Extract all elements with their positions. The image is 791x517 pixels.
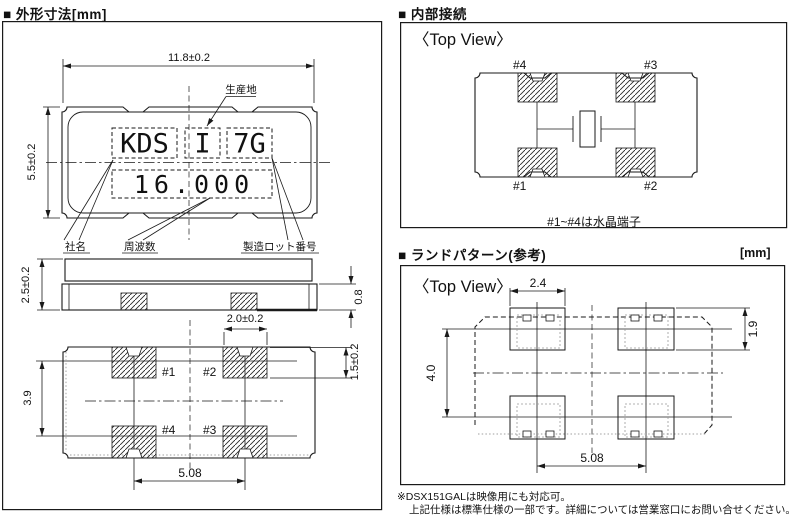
dim-col-pitch: 5.08 [178,466,202,480]
land-package-outline [474,316,713,435]
connection-diagram: #4 #3 #1 #2 #1~#4は水晶端子 [474,58,698,229]
outline-panel-border [1,21,383,511]
conn-pad-label-4: #4 [513,58,527,72]
footnote-line1: ※DSX151GALは映像用にも対応可。 [397,491,571,503]
connection-note: #1~#4は水晶端子 [547,215,641,229]
pad-label-1: #1 [162,365,176,379]
land-pad-bottom-left [509,395,566,440]
outline-drawing: 11.8±0.2 5.5±0.2 KDS I 7G 16.000 生産地 [1,21,383,511]
connection-section-title: ■ 内部接続 [398,7,467,22]
dim-body-height: 5.5±0.2 [26,144,38,181]
land-pattern-drawing: 〈Top View〉 [400,265,786,486]
dim-land-width: 2.4 [530,276,547,290]
lid-outline [67,111,312,214]
connection-view-label: 〈Top View〉 [413,30,513,49]
conn-pad-label-1: #1 [513,179,527,193]
label-frequency: 周波数 [124,240,156,253]
pad-label-3: #3 [203,423,217,437]
marking-lot: 7G [233,129,266,160]
connection-panel-border [400,22,788,229]
land-panel-border [400,265,786,486]
label-lot-number: 製造ロット番号 [243,240,317,253]
dim-body-width: 11.8±0.2 [168,52,210,64]
connection-package-outline [474,72,698,178]
land-view-label: 〈Top View〉 [413,277,513,296]
marking-frequency: 16.000 [134,170,254,199]
connection-drawing: 〈Top View〉 #4 #3 #1 #2 #1~#4は水晶端子 [400,22,788,229]
dim-land-height: 1.9 [746,320,760,337]
marking-origin: I [194,129,210,160]
package-bottom-outline [62,346,316,459]
dim-side-height: 2.5±0.2 [20,267,32,304]
pad-label-2: #2 [203,365,217,379]
land-section-title: ■ ランドパターン(参考) [398,248,547,263]
label-company-name: 社名 [65,240,86,253]
dim-pad-width: 2.0±0.2 [227,313,264,325]
label-production-site: 生産地 [225,83,257,96]
dim-land-row-pitch: 4.0 [424,364,438,381]
footnote-line2: 上記仕様は標準仕様の一部です。詳細については営業窓口にお問い合せください。 [409,504,791,516]
dim-pad-height: 1.5±0.2 [349,344,361,381]
outline-bottom-view: #1 #2 #4 #3 3.9 1.5±0.2 5.08 [22,320,361,490]
conn-pad-label-2: #2 [644,179,658,193]
pad-label-4: #4 [162,423,176,437]
land-pad-top-left [509,307,566,351]
dim-terminal-height: 0.8 [353,289,365,304]
package-outline [61,106,318,219]
land-pattern-diagram: 2.4 1.9 4.0 5.08 [424,276,760,473]
land-pad-bottom-right [617,395,675,440]
dim-land-col-pitch: 5.08 [580,451,604,465]
crystal-symbol-icon [572,110,602,148]
land-pad-top-right [617,307,675,351]
marking-company: KDS [120,129,169,160]
conn-pad-label-3: #3 [644,58,658,72]
dim-row-pitch: 3.9 [22,390,34,405]
outline-side-view: 2.5±0.2 0.8 2.0±0.2 [20,258,365,345]
land-unit-label: [mm] [740,246,771,260]
outline-section-title: ■ 外形寸法[mm] [3,7,107,22]
outline-top-view: 11.8±0.2 5.5±0.2 KDS I 7G 16.000 生産地 [26,52,332,254]
